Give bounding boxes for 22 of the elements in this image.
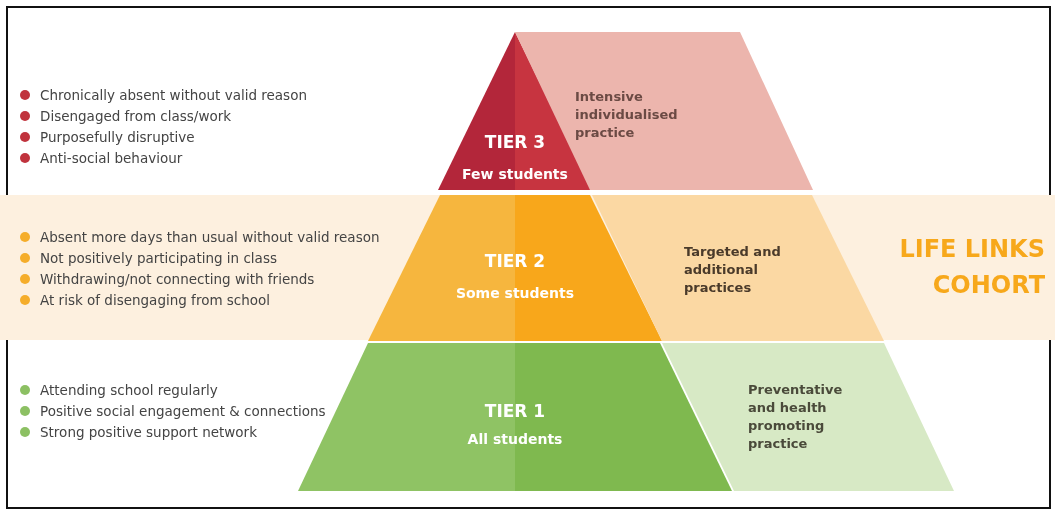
bullet-text: Purposefully disruptive bbox=[40, 129, 195, 145]
practice-panel bbox=[662, 343, 954, 491]
bullet-text: Withdrawing/not connecting with friends bbox=[40, 271, 315, 287]
bullet-text: Disengaged from class/work bbox=[40, 108, 232, 124]
bullet-text: Chronically absent without valid reason bbox=[40, 87, 307, 103]
bullet-text: Attending school regularly bbox=[40, 382, 218, 398]
practice-text: Preventative and health promoting practice bbox=[748, 381, 844, 453]
bullet-text: Not positively participating in class bbox=[40, 250, 277, 266]
practice-text: Targeted and additional practices bbox=[684, 243, 782, 297]
bullet-text: At risk of disengaging from school bbox=[40, 292, 271, 308]
bullet-text: Anti-social behaviour bbox=[40, 150, 183, 166]
tier-title: TIER 2 bbox=[483, 251, 547, 271]
bullet-text: Strong positive support network bbox=[40, 424, 257, 440]
practice-text: Intensive individualised practice bbox=[575, 88, 679, 142]
tier-subtitle: Few students bbox=[461, 166, 569, 182]
cohort-heading: LIFE LINKS COHORT bbox=[898, 234, 1045, 301]
bullet-text: Absent more days than usual without valid reason bbox=[40, 229, 380, 245]
bullet-text: Positive social engagement & connections bbox=[40, 403, 326, 419]
tier-subtitle: Some students bbox=[454, 285, 576, 301]
cohort-band bbox=[0, 195, 1055, 340]
tier-subtitle: All students bbox=[466, 431, 564, 447]
practice-panel bbox=[592, 195, 884, 341]
